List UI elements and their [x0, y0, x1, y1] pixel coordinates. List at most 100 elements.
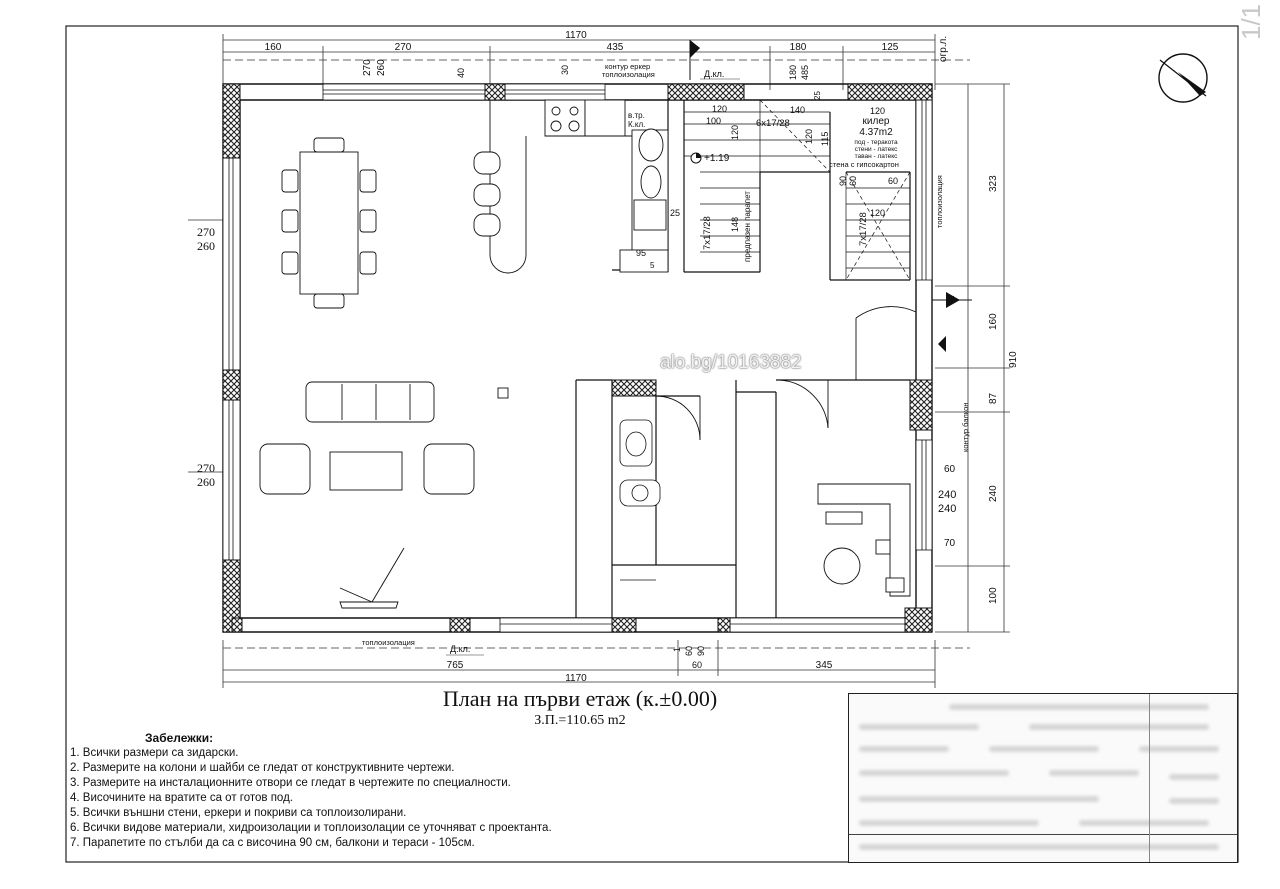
dim-right-160: 160: [988, 313, 999, 330]
dim-kitchen-5: 5: [650, 261, 655, 270]
dim-left-3: 270: [197, 461, 215, 475]
bar-counter: [473, 100, 527, 274]
dim-bottom-overall: 1170: [565, 673, 587, 684]
section-marker-right: [932, 292, 972, 352]
dim-window-270: 270: [362, 59, 373, 76]
section-marker-top: [689, 40, 700, 80]
label-dk-bottom: Д.кл.: [450, 644, 470, 654]
note-item: 4. Височините на вратите са от готов под…: [70, 792, 293, 804]
label-insulation-right: топлоизолация: [935, 175, 944, 228]
dim-top-seg-4: 180: [790, 42, 807, 53]
dim-right-side-240b: 240: [938, 503, 956, 515]
dim-kitchen-100: 100: [706, 116, 721, 126]
dim-window-260: 260: [376, 59, 387, 76]
dim-stair-485: 485: [800, 65, 810, 80]
dim-top-seg-3: 435: [607, 42, 624, 53]
label-balcony: контур балкон: [961, 403, 970, 452]
storage-floor: под - теракота: [854, 139, 898, 146]
label-kkl: К.кл.: [628, 120, 645, 129]
dim-right-side-70: 70: [944, 538, 956, 549]
dim-stair-60: 60: [888, 176, 898, 186]
dim-right-323: 323: [988, 175, 999, 192]
windows: [222, 83, 933, 633]
dim-stair-180: 180: [788, 65, 798, 80]
dim-kitchen-120b: 120: [730, 125, 740, 140]
plan-title: План на първи етаж (к.±0.00): [442, 686, 718, 711]
notes-title: Забележки:: [145, 731, 214, 745]
dim-right-100: 100: [988, 587, 999, 604]
label-dk-top: Д.кл.: [704, 69, 724, 79]
dim-stair-148: 148: [730, 217, 740, 232]
plan-area: З.П.=110.65 m2: [534, 713, 626, 728]
note-item: 5. Всички външни стени, еркери и покриви…: [70, 807, 407, 819]
storage-ceiling: таван - латекс: [855, 153, 899, 160]
dim-top-seg-2: 270: [395, 42, 412, 53]
note-item: 7. Парапетите по стълби да са с височина…: [70, 837, 475, 849]
label-parapet: предпазен парапет: [743, 191, 752, 262]
dim-bottom-right: 345: [816, 660, 833, 671]
dim-right-240: 240: [988, 485, 999, 502]
dim-stair-115: 115: [820, 132, 830, 146]
living-room-furniture: [259, 381, 509, 609]
top-dimensions: [222, 34, 970, 90]
dim-stair-25: 25: [813, 91, 822, 100]
dim-stair-120c: 120: [870, 106, 885, 116]
dim-stair-140: 140: [790, 105, 805, 115]
north-arrow-icon: [1158, 53, 1208, 103]
dim-stair-120b: 120: [870, 208, 885, 218]
dim-bottom-small-90: 90: [696, 646, 706, 656]
dim-right-910: 910: [1008, 351, 1019, 368]
storage-wall: стена с гипсокартон: [829, 160, 899, 169]
storage-walls: стени - латекс: [855, 146, 898, 153]
dim-stair-90: 90: [838, 176, 848, 186]
storage-area: 4.37m2: [859, 127, 893, 138]
dim-left-2: 260: [197, 239, 215, 253]
dim-stair-60b: 60: [848, 176, 858, 186]
label-level: +1.19: [704, 153, 730, 164]
office-furniture: [817, 483, 911, 597]
note-item: 2. Размерите на колони и шайби се гледат…: [70, 762, 455, 774]
label-insulation-bottom: топлоизолация: [362, 638, 415, 647]
dim-stair-120a: 120: [804, 129, 814, 144]
dim-bottom-left: 765: [447, 660, 464, 671]
note-item: 3. Размерите на инсталационните отвори с…: [70, 777, 511, 789]
dim-top-seg-1: 160: [265, 42, 282, 53]
title-block-redacted: [848, 693, 1238, 863]
dim-stair-7x-b: 7x17/28: [858, 212, 869, 246]
dim-left-4: 260: [197, 475, 215, 489]
dim-bottom-small-1: 1: [672, 647, 682, 652]
section-label: 2: [946, 295, 957, 301]
dim-kitchen-120a: 120: [712, 104, 727, 114]
dim-kitchen-95: 95: [636, 248, 646, 258]
storage-name: килер: [863, 116, 890, 127]
dim-window-30: 30: [560, 65, 570, 75]
dim-top-seg-5: 125: [882, 42, 899, 53]
dim-left-1: 270: [197, 225, 215, 239]
bathroom-fixtures: [619, 419, 661, 581]
kitchen: [544, 99, 669, 273]
bottom-dimensions: [222, 640, 970, 688]
watermark: alo.bg/10163882: [660, 352, 802, 373]
page-border: [65, 25, 1239, 863]
label-vtr: в.тр.: [628, 111, 645, 120]
level-marker: [690, 152, 702, 164]
note-item: 6. Всички видове материали, хидроизолаци…: [70, 822, 552, 834]
note-item: 1. Всички размери са зидарски.: [70, 747, 239, 759]
dining-table: [281, 137, 377, 309]
dim-right-side-240a: 240: [938, 489, 956, 501]
dim-bottom-small-60: 60: [684, 646, 694, 656]
dim-window-40: 40: [456, 68, 466, 78]
label-insulation-top: топлоизолация: [602, 70, 655, 79]
dim-top-offset: огр.л.: [938, 36, 949, 62]
dim-right-side-60: 60: [944, 464, 956, 475]
dim-stair-7x-a: 7x17/28: [702, 216, 713, 250]
dim-right-87: 87: [988, 392, 999, 404]
staircase: [683, 99, 911, 281]
right-dimensions: [935, 83, 1010, 633]
dim-kitchen-25: 25: [670, 208, 680, 218]
doors: [655, 306, 917, 460]
dim-stair-6x: 6x17/28: [756, 118, 790, 129]
label-erker: контур еркер: [605, 62, 650, 71]
dim-top-overall: 1170: [565, 30, 587, 41]
